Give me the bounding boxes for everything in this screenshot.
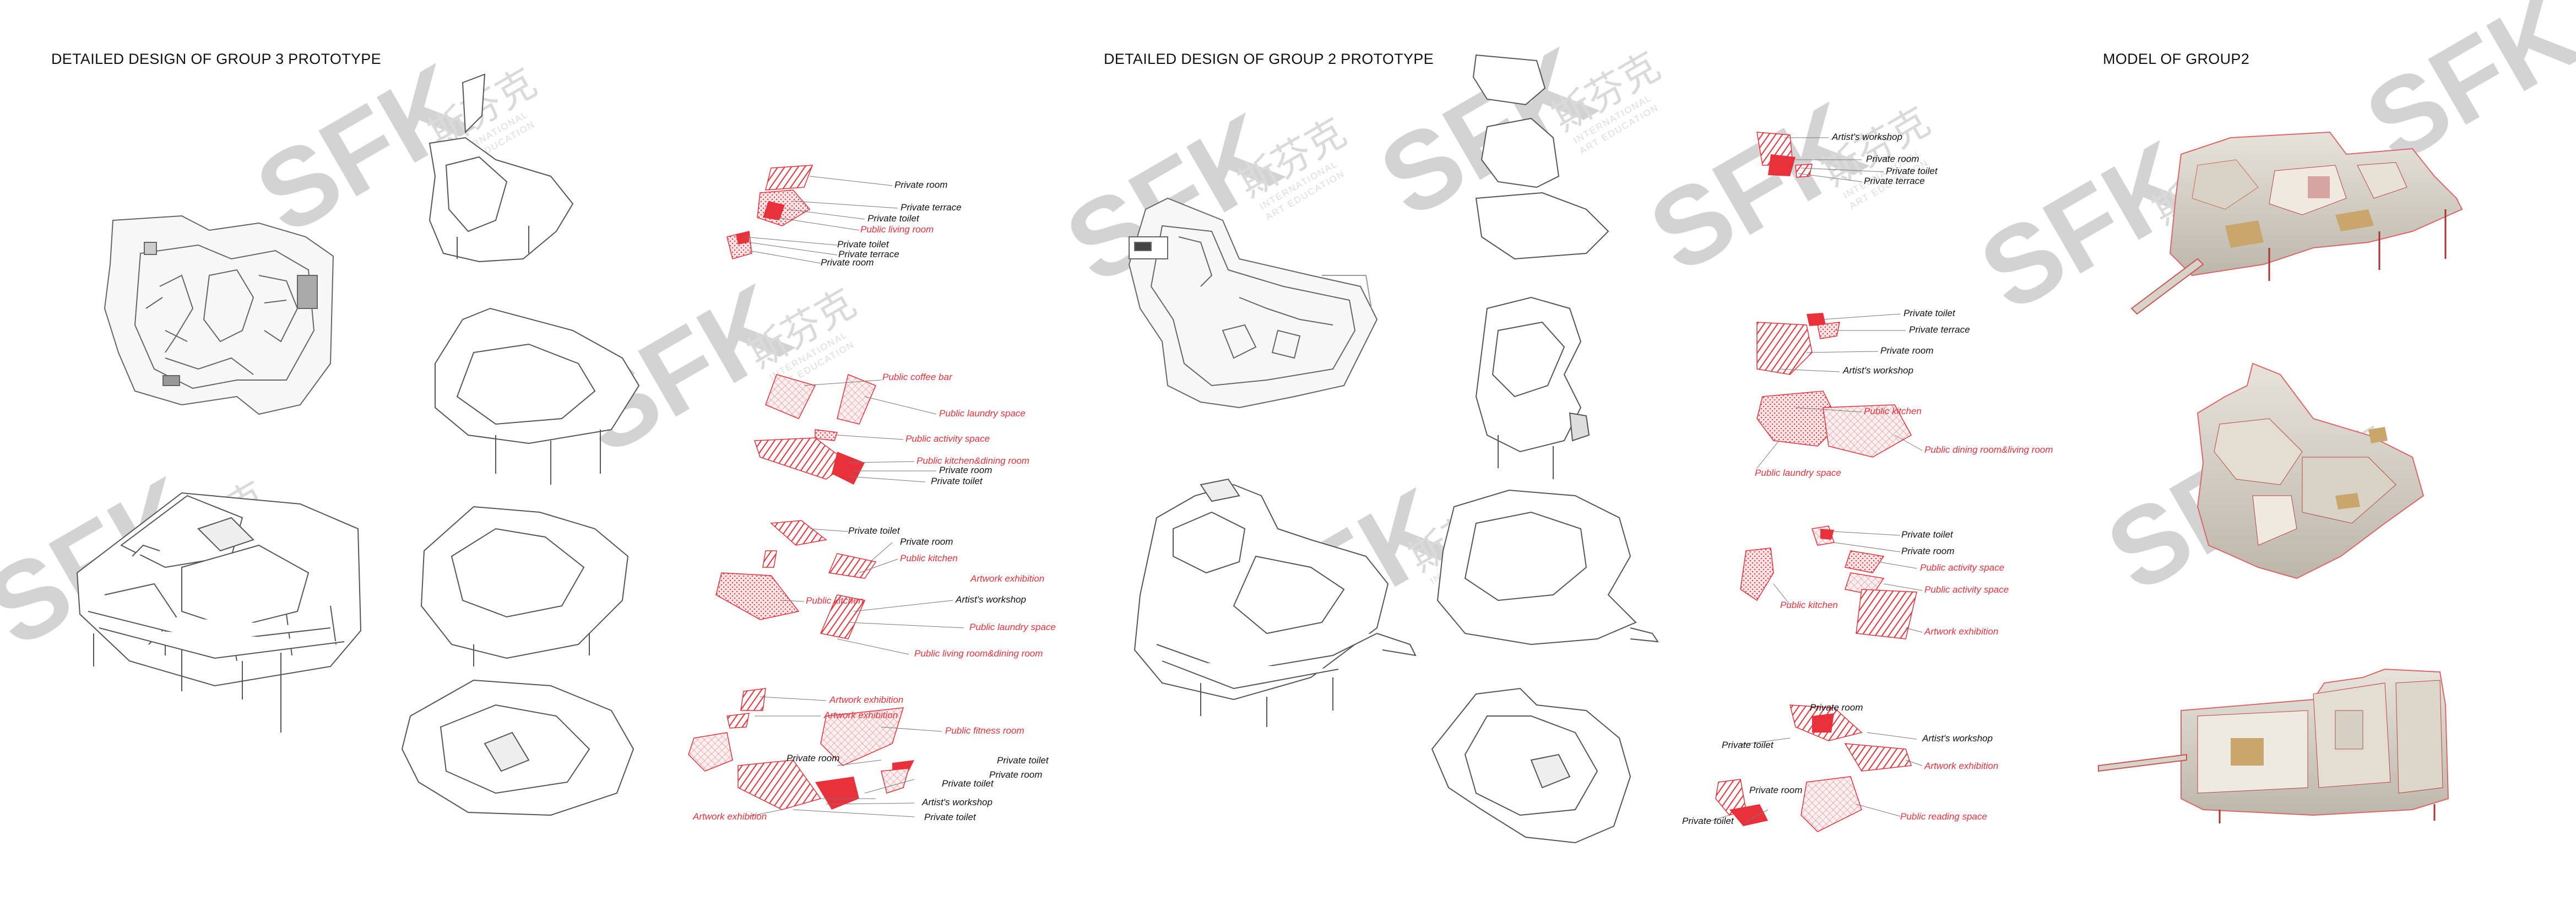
model-photo-3 [2098,668,2449,823]
title-group2: DETAILED DESIGN OF GROUP 2 PROTOTYPE [1104,51,1434,67]
label-private-terrace: Private terrace [1864,176,1925,186]
group3-exploded-floor-4 [429,73,574,263]
model-photo-1 [2130,131,2463,315]
label-public-living-room-dining-room: Public living room&dining room [914,648,1043,659]
label-private-room: Private room [900,536,953,547]
group3-exploded-floor-1 [401,679,634,816]
label-public-kitchen: Public kitchen [1780,600,1838,610]
group2-main-axonometric [1134,478,1417,727]
label-private-terrace: Private terrace [838,249,899,259]
label-private-room: Private room [787,753,839,763]
label-public-activity-space: Public activity space [905,433,990,444]
label-private-toilet: Private toilet [837,239,890,250]
label-private-room: Private room [939,465,992,475]
label-private-room: Private room [989,769,1042,780]
model-photo-2 [2197,362,2425,579]
label-public-kitchen: Public kitchen [806,595,864,606]
group2-exploded-floor-1 [1431,687,1631,844]
label-private-toilet: Private toilet [848,525,901,536]
group2-zoning-diagram-3 [1756,313,1912,458]
label-private-toilet: Private toilet [924,812,977,822]
title-model: MODEL OF GROUP2 [2103,51,2250,67]
label-public-laundry-space: Public laundry space [969,622,1056,632]
label-private-room: Private room [1901,546,1954,556]
group3-site-plan [104,215,334,415]
label-artists-workshop: Artist's workshop [955,594,1026,605]
label-private-toilet: Private toilet [931,476,983,486]
label-public-coffee-bar: Public coffee bar [882,372,953,382]
group2-zoning-diagram-4 [1756,132,1813,178]
label-public-activity-space: Public activity space [1920,562,2004,573]
label-public-kitchen-dining-room: Public kitchen&dining room [916,456,1029,466]
label-public-kitchen: Public kitchen [900,553,958,563]
label-private-toilet: Private toilet [1903,308,1956,318]
group2-site-plan [1128,197,1378,409]
label-public-laundry-space: Public laundry space [1755,468,1841,478]
leader-lines [743,137,1923,822]
label-private-room: Private room [894,180,947,190]
group2-zoning-diagram-1 [1715,704,1912,832]
label-public-reading-space: Public reading space [1900,811,1987,822]
label-private-toilet: Private toilet [867,213,920,224]
label-artwork-exhibition: Artwork exhibition [829,695,903,705]
title-group3: DETAILED DESIGN OF GROUP 3 PROTOTYPE [51,51,381,67]
label-public-laundry-space: Public laundry space [939,408,1026,419]
group3-exploded-floor-2 [420,506,629,666]
label-private-terrace: Private terrace [1909,324,1970,335]
label-public-activity-space: Public activity space [1924,584,2009,595]
label-artwork-exhibition: Artwork exhibition [823,710,898,720]
label-public-living-room: Public living room [860,224,934,235]
group3-main-axonometric [76,492,362,733]
group3-labels: Private room Private terrace Private toi… [692,180,1056,822]
group2-labels: Artist's workshop Private room Private t… [1682,132,2053,826]
label-artists-workshop: Artist's workshop [921,797,993,807]
label-artists-workshop: Artist's workshop [1831,132,1902,142]
group3-zoning-diagram-2 [715,520,877,639]
label-private-room: Private room [1810,702,1863,713]
label-private-room: Private room [1749,785,1802,795]
group2-exploded-floor-2 [1436,489,1660,646]
label-private-room: Private room [1880,345,1933,356]
group3-zoning-diagram-4 [726,165,814,259]
label-artwork-exhibition: Artwork exhibition [1924,626,1998,637]
label-private-room: Private room [821,257,874,268]
group3-zoning-diagram-1 [688,688,914,810]
label-private-toilet: Private toilet [1901,529,1954,540]
label-public-dining-room-living-room: Public dining room&living room [1924,444,2053,455]
group3-zoning-diagram-3 [753,373,876,485]
label-private-room: Private room [1866,154,1919,164]
label-public-kitchen: Public kitchen [1864,406,1922,416]
label-private-toilet: Private toilet [1886,166,1938,176]
label-artwork-exhibition: Artwork exhibition [1924,761,1998,771]
label-private-toilet: Private toilet [1682,816,1734,826]
label-private-toilet: Private toilet [997,755,1049,766]
group2-exploded-floor-3 [1475,296,1590,479]
group2-exploded-floor-4 [1472,54,1609,260]
label-private-toilet: Private toilet [942,778,994,789]
group2-zoning-diagram-2 [1740,525,1917,639]
label-artwork-exhibition: Artwork exhibition [692,811,767,822]
group3-exploded-floor-3 [435,307,640,485]
label-artists-workshop: Artist's workshop [1922,733,1993,744]
label-artists-workshop: Artist's workshop [1842,365,1913,376]
label-private-terrace: Private terrace [901,202,962,213]
label-artwork-exhibition: Artwork exhibition [970,573,1044,584]
label-private-toilet: Private toilet [1722,740,1774,750]
label-public-fitness-room: Public fitness room [945,725,1024,736]
